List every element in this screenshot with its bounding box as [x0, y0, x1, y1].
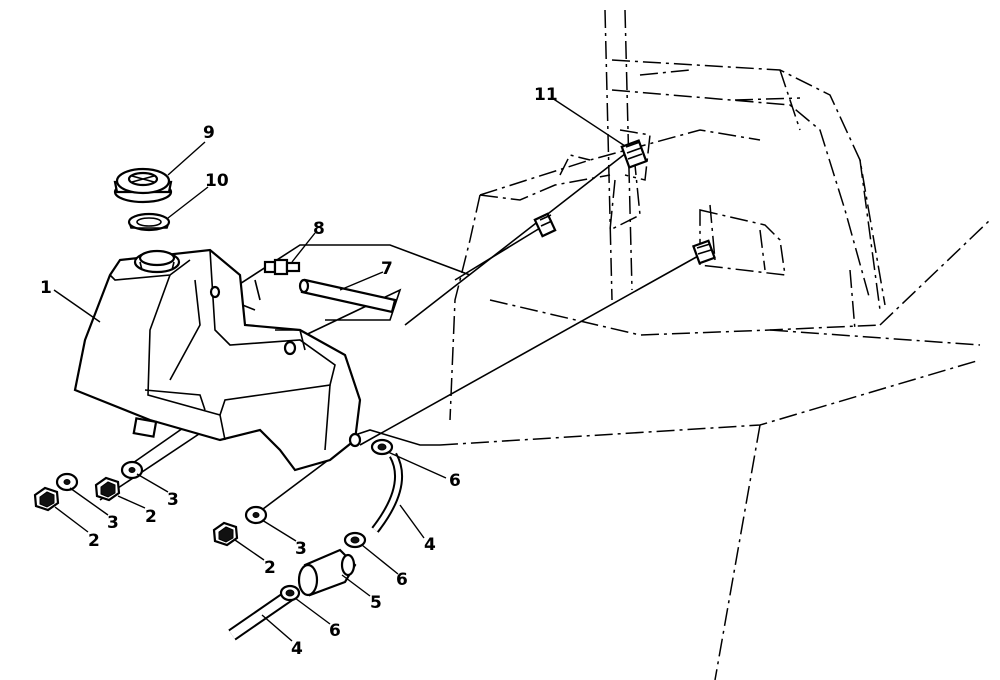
frame-grommet — [533, 139, 717, 265]
callout-3-right: 3 — [295, 539, 307, 559]
callout-3-middle: 3 — [167, 490, 179, 510]
callout-1: 1 — [40, 278, 52, 298]
callout-3-left: 3 — [107, 513, 119, 533]
chassis-phantom-lines — [439, 9, 991, 680]
callout-2-right: 2 — [264, 558, 276, 578]
callout-8: 8 — [313, 219, 325, 239]
callout-2-left: 2 — [88, 531, 100, 551]
vent-tube — [298, 278, 397, 314]
callout-9: 9 — [203, 123, 215, 143]
callout-labels: 1 9 10 8 7 11 2 3 2 3 2 3 6 4 6 5 6 4 — [40, 85, 558, 659]
nuts — [33, 476, 239, 547]
tank-fitting — [263, 258, 301, 276]
callout-10: 10 — [205, 171, 229, 191]
callout-2-middle: 2 — [145, 507, 157, 527]
callout-7: 7 — [381, 259, 393, 279]
callout-11: 11 — [534, 85, 558, 105]
cap-gasket — [127, 212, 171, 232]
callout-leaders — [53, 97, 626, 642]
callout-5: 5 — [370, 593, 382, 613]
fuel-tank — [73, 248, 362, 472]
fuel-hose-assembly — [228, 438, 404, 641]
callout-6-upper: 6 — [449, 471, 461, 491]
callout-6-lower: 6 — [329, 621, 341, 641]
washers — [55, 460, 268, 525]
fuel-cap — [113, 167, 173, 204]
callout-4-lower: 4 — [291, 639, 303, 659]
callout-4-upper: 4 — [424, 535, 436, 555]
callout-6-middle: 6 — [396, 570, 408, 590]
